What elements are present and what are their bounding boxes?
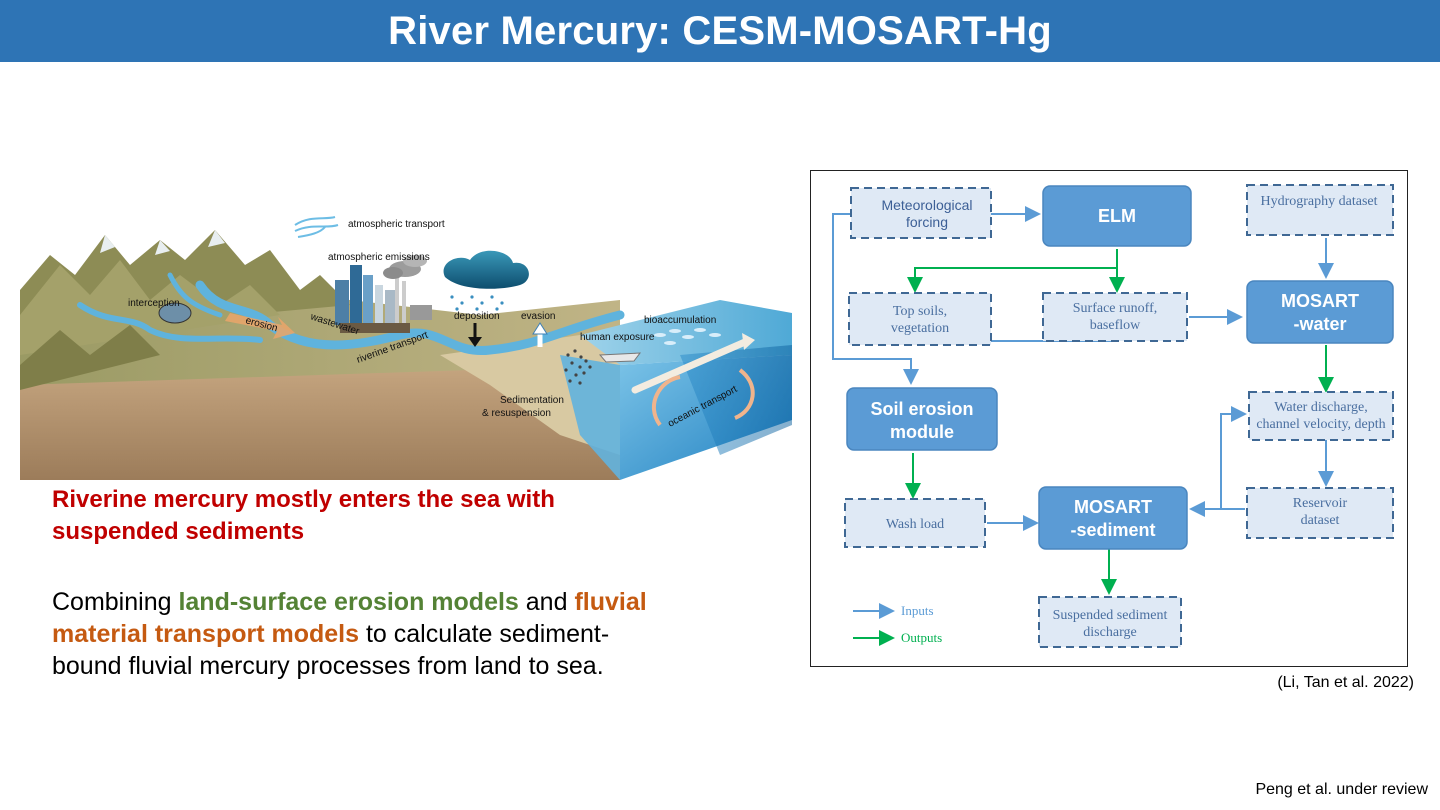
model-flowchart: Meteorological forcing Hydrography datas…	[810, 170, 1408, 667]
city	[335, 255, 432, 333]
mosart-sediment-line2: -sediment	[1070, 520, 1155, 540]
mosart-sediment-line1: MOSART	[1074, 497, 1152, 517]
boat	[598, 352, 642, 363]
node-elm	[1042, 185, 1192, 247]
wind-icon	[294, 216, 339, 238]
mosart-water-line1: MOSART	[1281, 291, 1359, 311]
label-atmospheric-emissions: atmospheric emissions	[328, 252, 430, 263]
label-human-exposure: human exposure	[580, 332, 655, 343]
body-and: and	[518, 588, 575, 616]
node-suspended-sediment	[1038, 596, 1182, 648]
elm-text: ELM	[1098, 206, 1136, 226]
soil-layer	[20, 355, 620, 480]
reservoir-line1: Reservoir	[1293, 496, 1348, 511]
slide-citation: Peng et al. under review	[1255, 781, 1428, 798]
label-evasion: evasion	[521, 311, 555, 322]
node-surface-runoff	[1042, 292, 1188, 342]
mercury-cycle-illustration: atmospheric transport atmospheric emissi…	[20, 205, 792, 480]
label-sedimentation: Sedimentation	[500, 395, 564, 406]
body-highlight-transport: fluvial material transport models	[52, 588, 647, 648]
node-reservoir-dataset	[1246, 487, 1394, 539]
slide-title: River Mercury: CESM-MOSART-Hg	[388, 8, 1052, 53]
node-soil-erosion-module	[846, 387, 998, 451]
label-atmospheric-transport: atmospheric transport	[348, 219, 445, 230]
fish-school	[654, 328, 721, 345]
topsoil-line2: vegetation	[891, 321, 949, 336]
deposition-arrow	[468, 337, 482, 347]
legend-inputs: Inputs	[901, 603, 934, 618]
title-bar: River Mercury: CESM-MOSART-Hg	[0, 0, 1440, 62]
body-suffix: to calculate sediment-bound fluvial merc…	[52, 620, 610, 680]
node-meteorological-forcing	[850, 187, 992, 239]
headline-line-2: suspended sediments	[52, 518, 305, 545]
headline-line-1: Riverine mercury mostly enters the sea w…	[52, 486, 555, 513]
water-discharge-line2: channel velocity, depth	[1256, 417, 1385, 432]
landscape-svg: atmospheric transport atmospheric emissi…	[20, 216, 792, 480]
water-discharge-line1: Water discharge,	[1274, 400, 1367, 415]
label-deposition: deposition	[454, 311, 500, 322]
label-resuspension: & resuspension	[482, 408, 551, 419]
legend-outputs: Outputs	[901, 630, 942, 645]
soil-erosion-line2: module	[890, 422, 954, 442]
rain-cloud	[443, 250, 529, 289]
label-interception: interception	[128, 298, 180, 309]
body-paragraph: Combining land-surface erosion models an…	[52, 586, 652, 682]
node-water-discharge	[1248, 391, 1394, 441]
node-top-soils	[848, 292, 992, 346]
node-hydrography-dataset	[1246, 184, 1394, 236]
body-highlight-erosion: land-surface erosion models	[178, 588, 519, 616]
erosion-arrow	[225, 313, 295, 339]
flowchart-citation: (Li, Tan et al. 2022)	[1277, 674, 1414, 691]
body-prefix: Combining	[52, 588, 179, 616]
met-line1: Meteorological	[881, 197, 972, 213]
sea-surface	[580, 300, 792, 365]
label-bioaccumulation: bioaccumulation	[644, 315, 716, 326]
dam	[158, 302, 192, 324]
sediment-dots	[564, 349, 592, 385]
met-line2: forcing	[906, 214, 948, 230]
flowchart-svg: Meteorological forcing Hydrography datas…	[832, 184, 1394, 648]
hydro-text: Hydrography dataset	[1260, 194, 1377, 209]
runoff-line2: baseflow	[1090, 318, 1141, 333]
evasion-arrow	[532, 322, 548, 335]
input-connectors	[832, 206, 1334, 531]
soil-erosion-line1: Soil erosion	[870, 399, 973, 419]
topsoil-line1: Top soils,	[893, 304, 947, 319]
flowchart-legend: Inputs Outputs	[853, 603, 942, 646]
mosart-water-line2: -water	[1293, 314, 1346, 334]
suspended-line2: discharge	[1083, 625, 1136, 640]
rain-drops	[450, 295, 504, 311]
wash-load-text: Wash load	[886, 517, 944, 532]
node-wash-load	[844, 498, 986, 548]
river-path	[195, 280, 625, 356]
node-mosart-sediment	[1038, 486, 1188, 550]
output-connectors	[905, 249, 1334, 595]
node-mosart-water	[1246, 280, 1394, 344]
suspended-line1: Suspended sediment	[1053, 608, 1168, 623]
runoff-line1: Surface runoff,	[1073, 301, 1158, 316]
text-block: Riverine mercury mostly enters the sea w…	[52, 484, 652, 682]
headline: Riverine mercury mostly enters the sea w…	[52, 484, 652, 548]
reservoir-line2: dataset	[1301, 513, 1340, 528]
